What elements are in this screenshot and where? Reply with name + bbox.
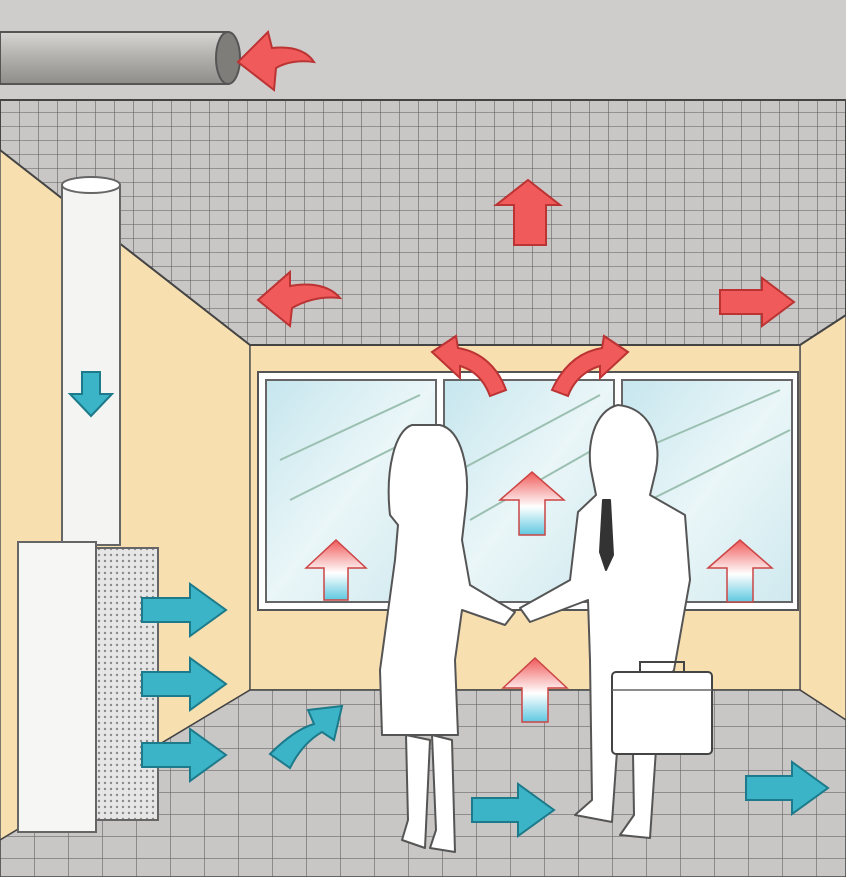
- air-handler-unit: [18, 542, 158, 832]
- right-wall: [800, 315, 846, 720]
- briefcase: [612, 662, 712, 754]
- supply-duct: [62, 177, 120, 545]
- exhaust-duct: [0, 32, 240, 84]
